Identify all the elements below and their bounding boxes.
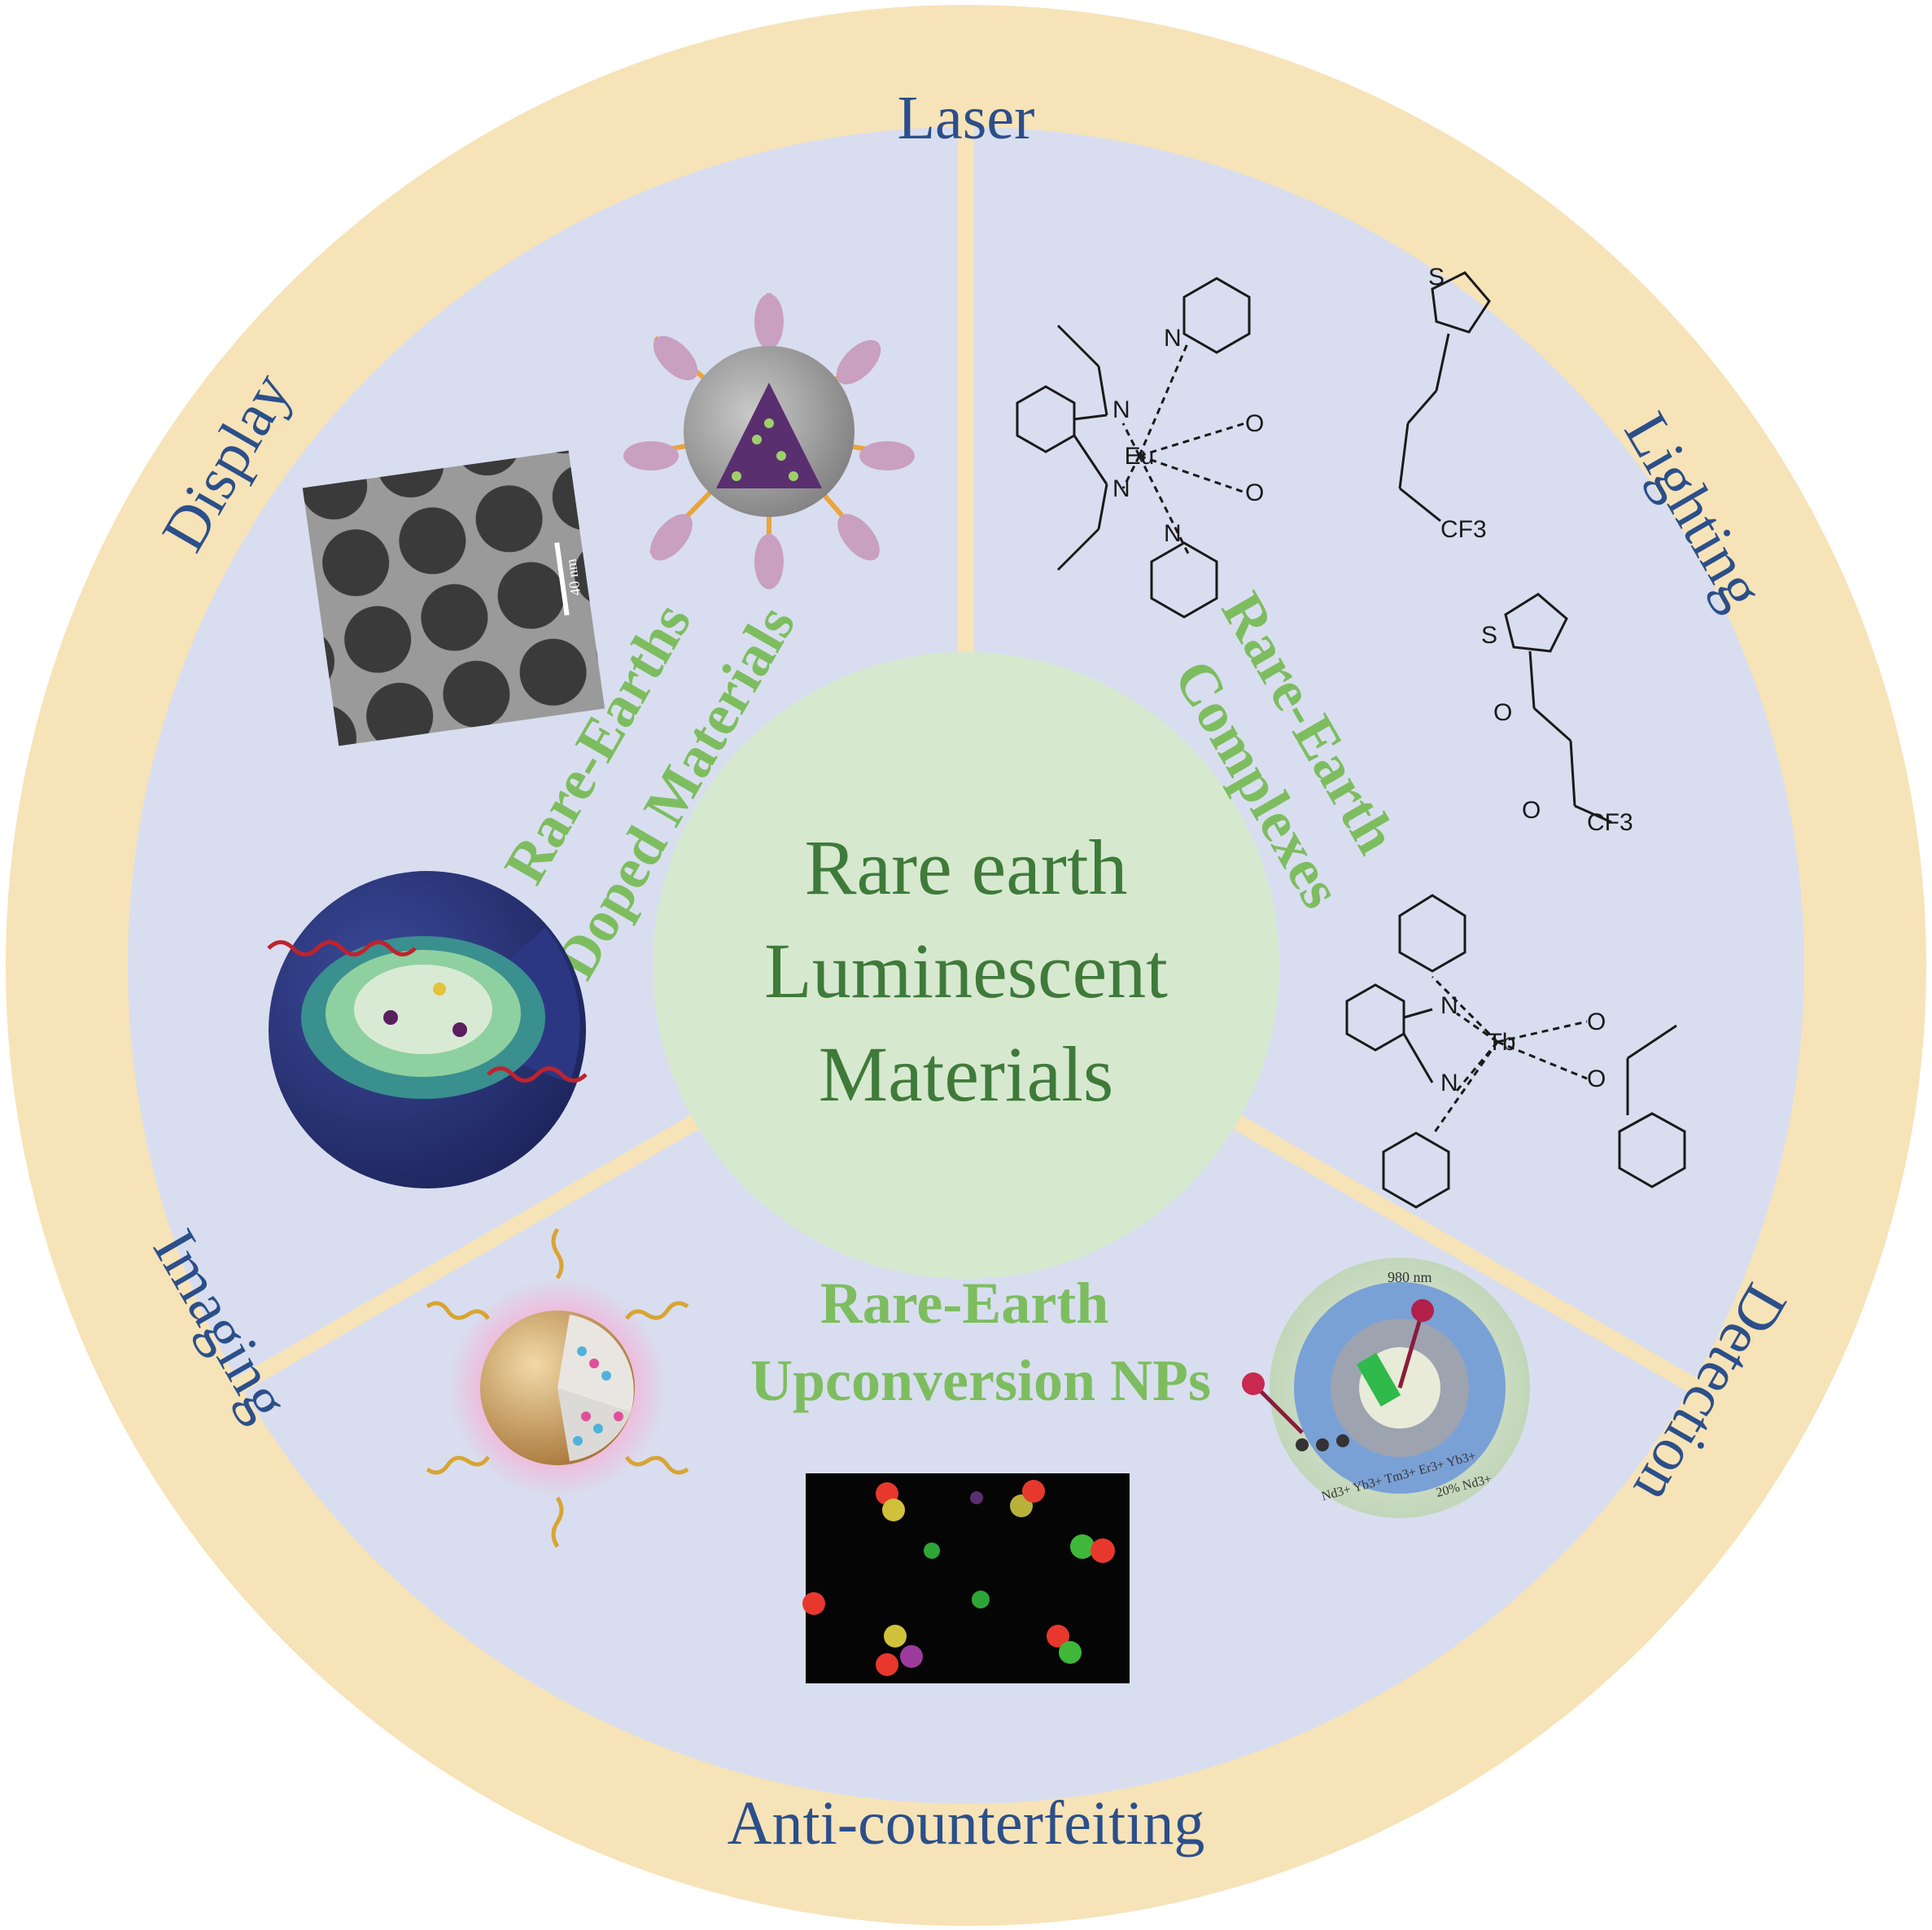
ligand-nanoparticle-illustration	[623, 293, 915, 589]
eu-complex-labels: Eu N N N N O O S CF3	[1112, 264, 1487, 547]
o-label-2: O	[1245, 479, 1264, 506]
ligand-structure	[1504, 593, 1612, 824]
ucnp-wavelength-label: 980 nm	[1388, 1269, 1432, 1285]
ucnp-core-shell-illustration	[426, 1228, 689, 1548]
cf3-label-1: CF3	[1440, 516, 1487, 543]
tem-image: 40 nm	[302, 450, 605, 746]
center-title-line-2: Luminescent	[764, 927, 1168, 1014]
sector-upconversion-line-1: Rare-Earth	[820, 1271, 1109, 1336]
n-label-2: N	[1112, 475, 1130, 502]
center-title-line-3: Materials	[819, 1031, 1114, 1118]
n-label-3: N	[1164, 325, 1182, 352]
o-label-6: O	[1587, 1066, 1606, 1092]
ligand-labels: S O O CF3	[1481, 622, 1633, 836]
o-label-5: O	[1587, 1009, 1606, 1035]
center-title: Rare earth Luminescent Materials	[764, 824, 1168, 1118]
tb-label: Tb	[1487, 1029, 1515, 1056]
s-label-2: S	[1481, 622, 1497, 649]
app-label-anti-counterfeiting: Anti-counterfeiting	[728, 1789, 1205, 1858]
s-label-1: S	[1428, 264, 1445, 291]
n-label-5: N	[1440, 992, 1458, 1019]
o-label-3: O	[1493, 699, 1512, 726]
eu-complex-structure	[1016, 271, 1491, 619]
center-disk	[653, 652, 1279, 1279]
tb-complex-labels: Tb N N O O	[1440, 992, 1606, 1096]
center-title-line-1: Rare earth	[804, 824, 1127, 911]
multishell-sphere-illustration	[267, 871, 588, 1188]
tb-complex-structure	[1345, 894, 1686, 1209]
eu-label: Eu	[1125, 443, 1155, 470]
ucnp-layer-diagram: 980 nm Nd3+ Yb3+ Tm3+ Er3+ Yb3+ 20% Nd3+	[1242, 1258, 1530, 1518]
o-label-4: O	[1522, 797, 1541, 824]
n-label-1: N	[1112, 396, 1130, 423]
cf3-label-2: CF3	[1587, 809, 1633, 836]
o-label-1: O	[1245, 410, 1264, 437]
luminescence-image	[802, 1473, 1130, 1683]
n-label-4: N	[1164, 520, 1182, 547]
app-label-laser: Laser	[898, 84, 1035, 152]
sector-upconversion-line-2: Upconversion NPs	[750, 1348, 1211, 1413]
n-label-6: N	[1440, 1070, 1458, 1096]
